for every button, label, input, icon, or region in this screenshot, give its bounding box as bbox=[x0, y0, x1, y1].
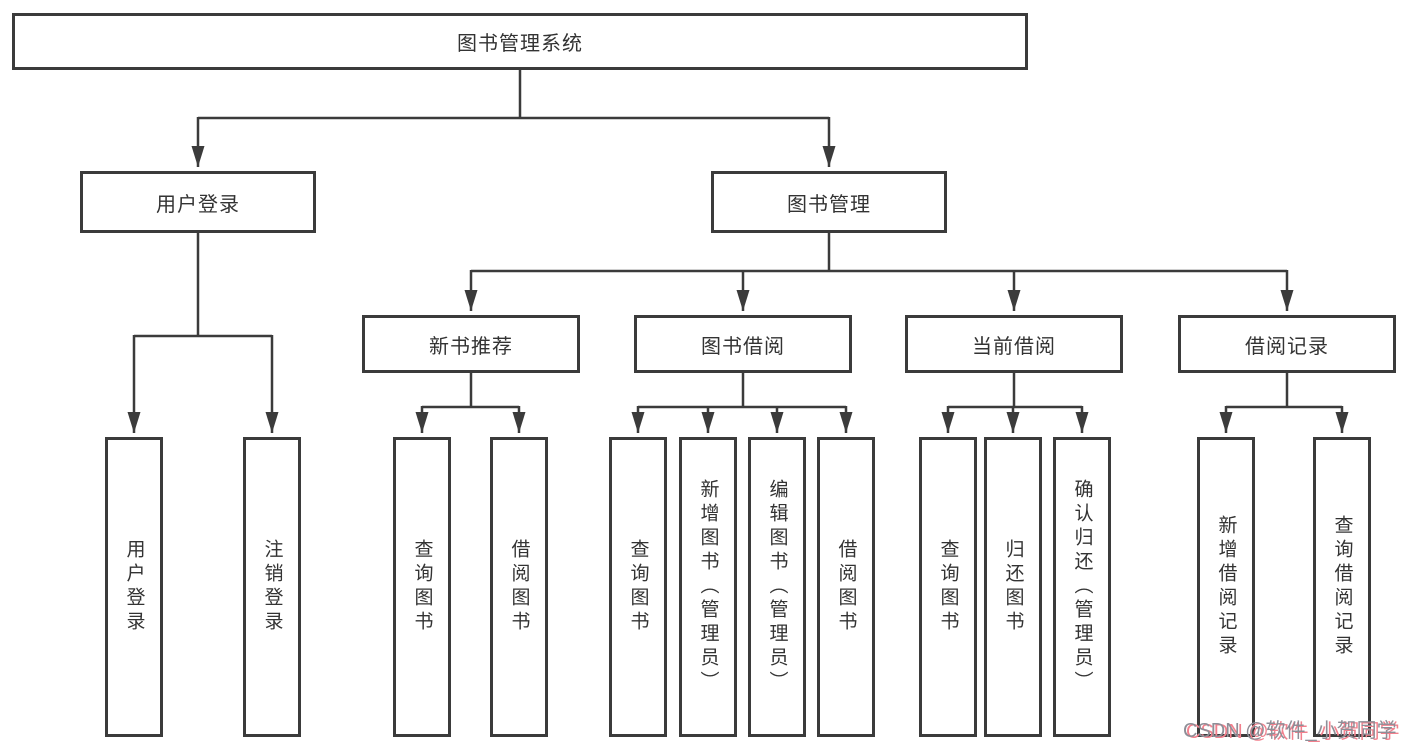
node-user-login-action: 用户登录 bbox=[105, 437, 163, 737]
node-user-login: 用户登录 bbox=[80, 171, 316, 233]
node-book-borrowing: 图书借阅 bbox=[634, 315, 852, 373]
node-edit-books-admin: 编辑图书（管理员） bbox=[748, 437, 806, 737]
node-query-books-borrowing: 查询图书 bbox=[609, 437, 667, 737]
node-query-books-recommend: 查询图书 bbox=[393, 437, 451, 737]
node-add-books-admin: 新增图书（管理员） bbox=[679, 437, 737, 737]
node-query-borrow-record: 查询借阅记录 bbox=[1313, 437, 1371, 737]
node-return-books: 归还图书 bbox=[984, 437, 1042, 737]
node-logout-action: 注销登录 bbox=[243, 437, 301, 737]
node-borrow-books-recommend: 借阅图书 bbox=[490, 437, 548, 737]
node-library-management-system: 图书管理系统 bbox=[12, 13, 1028, 70]
watermark-csdn: CSDN @软件_小贺同学 bbox=[1183, 720, 1397, 742]
node-add-borrow-record: 新增借阅记录 bbox=[1197, 437, 1255, 737]
node-current-borrowing: 当前借阅 bbox=[905, 315, 1123, 373]
node-new-book-recommendation: 新书推荐 bbox=[362, 315, 580, 373]
node-borrowing-records: 借阅记录 bbox=[1178, 315, 1396, 373]
node-confirm-return-admin: 确认归还（管理员） bbox=[1053, 437, 1111, 737]
node-query-books-current: 查询图书 bbox=[919, 437, 977, 737]
node-book-management: 图书管理 bbox=[711, 171, 947, 233]
node-borrow-books-action: 借阅图书 bbox=[817, 437, 875, 737]
